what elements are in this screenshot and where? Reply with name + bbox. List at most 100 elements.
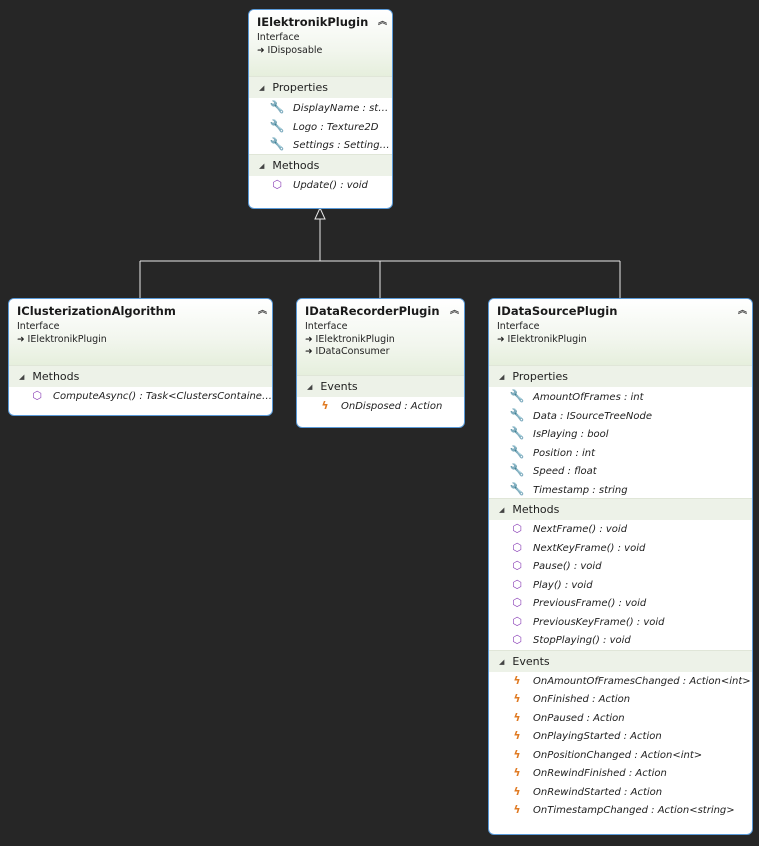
inherited-interface: ➜IElektronikPlugin — [305, 334, 395, 345]
class-header: IClusterizationAlgorithm Interface ➜IEle… — [9, 299, 272, 365]
section-header-methods[interactable]: ◢Methods — [9, 365, 272, 387]
cube-icon: ⬡ — [272, 177, 282, 191]
wrench-icon: 🔧 — [269, 118, 285, 133]
triangle-down-icon: ◢ — [307, 383, 313, 391]
inherited-interface: ➜IDisposable — [257, 45, 323, 56]
class-title: IDataRecorderPlugin — [305, 304, 440, 318]
lightning-icon: ϟ — [513, 710, 521, 724]
section-header-properties[interactable]: ◢Properties — [249, 76, 392, 98]
triangle-down-icon: ◢ — [19, 373, 25, 381]
wrench-icon: 🔧 — [509, 481, 525, 496]
cube-icon: ⬡ — [32, 389, 42, 402]
triangle-down-icon: ◢ — [499, 657, 505, 666]
method-item[interactable]: ⬡NextKeyFrame() : void — [489, 539, 752, 558]
class-box-idatarecorderplugin[interactable]: IDataRecorderPlugin Interface ➜IElektron… — [296, 298, 465, 428]
property-item[interactable]: 🔧IsPlaying : bool — [489, 424, 752, 443]
wrench-icon: 🔧 — [509, 407, 525, 422]
double-chevron-up-icon[interactable]: ︽ — [737, 306, 747, 316]
property-item[interactable]: 🔧Position : int — [489, 443, 752, 462]
method-item[interactable]: ⬡Play() : void — [489, 576, 752, 595]
section-header-properties[interactable]: ◢Properties — [489, 365, 752, 387]
lightning-icon: ϟ — [513, 784, 521, 798]
inheritance-arrowhead — [314, 206, 326, 220]
method-item[interactable]: ⬡NextFrame() : void — [489, 520, 752, 539]
cube-icon: ⬡ — [512, 614, 522, 628]
double-chevron-up-icon[interactable]: ︽ — [449, 306, 459, 316]
method-item[interactable]: ⬡StopPlaying() : void — [489, 631, 752, 650]
lightning-icon: ϟ — [513, 766, 521, 779]
double-chevron-up-icon[interactable]: ︽ — [377, 17, 387, 27]
method-item[interactable]: ⬡PreviousFrame() : void — [489, 594, 752, 613]
cube-icon: ⬡ — [512, 577, 522, 591]
lightning-icon: ϟ — [513, 692, 521, 705]
inherited-interface: ➜IElektronikPlugin — [17, 334, 107, 345]
method-item[interactable]: ⬡Update() : void — [249, 176, 392, 195]
property-item[interactable]: 🔧AmountOfFrames : int — [489, 387, 752, 406]
triangle-down-icon: ◢ — [259, 84, 265, 92]
triangle-down-icon: ◢ — [259, 161, 265, 170]
cube-icon: ⬡ — [512, 522, 522, 535]
class-box-idatasourceplugin[interactable]: IDataSourcePlugin Interface ➜IElektronik… — [488, 298, 753, 835]
class-stereotype: Interface — [17, 321, 60, 332]
section-header-events[interactable]: ◢Events — [489, 649, 752, 672]
property-item[interactable]: 🔧Logo : Texture2D — [249, 117, 392, 136]
inherited-interface: ➜IElektronikPlugin — [497, 334, 587, 345]
lightning-icon: ϟ — [513, 747, 521, 761]
inherited-interface: ➜IDataConsumer — [305, 346, 390, 357]
property-item[interactable]: 🔧Data : ISourceTreeNode — [489, 406, 752, 425]
section-header-methods[interactable]: ◢Methods — [249, 153, 392, 176]
class-stereotype: Interface — [257, 32, 300, 43]
class-header: IDataSourcePlugin Interface ➜IElektronik… — [489, 299, 752, 365]
wrench-icon: 🔧 — [509, 426, 525, 440]
double-chevron-up-icon[interactable]: ︽ — [257, 306, 267, 316]
class-stereotype: Interface — [497, 321, 540, 332]
wrench-icon: 🔧 — [509, 463, 525, 477]
cube-icon: ⬡ — [512, 559, 522, 572]
property-item[interactable]: 🔧Speed : float — [489, 461, 752, 480]
property-item[interactable]: 🔧Timestamp : string — [489, 480, 752, 499]
arrow-right-icon: ➜ — [497, 335, 505, 345]
property-item[interactable]: 🔧DisplayName : stri... — [249, 98, 392, 117]
lightning-icon: ϟ — [513, 673, 521, 687]
class-title: IElektronikPlugin — [257, 15, 369, 29]
wrench-icon: 🔧 — [269, 100, 285, 114]
inheritance-line — [139, 219, 621, 298]
class-box-iclusterizationalgorithm[interactable]: IClusterizationAlgorithm Interface ➜IEle… — [8, 298, 273, 416]
class-header: IDataRecorderPlugin Interface ➜IElektron… — [297, 299, 464, 375]
wrench-icon: 🔧 — [509, 444, 525, 459]
class-box-ielektronikplugin[interactable]: IElektronikPlugin Interface ➜IDisposable… — [248, 9, 393, 209]
cube-icon: ⬡ — [512, 596, 522, 609]
section-header-methods[interactable]: ◢Methods — [489, 498, 752, 520]
section-header-events[interactable]: ◢Events — [297, 375, 464, 397]
arrow-right-icon: ➜ — [305, 347, 313, 357]
triangle-down-icon: ◢ — [499, 506, 505, 514]
class-title: IDataSourcePlugin — [497, 304, 618, 318]
arrow-right-icon: ➜ — [257, 46, 265, 56]
class-stereotype: Interface — [305, 321, 348, 332]
cube-icon: ⬡ — [512, 540, 522, 554]
method-item[interactable]: ⬡PreviousKeyFrame() : void — [489, 613, 752, 632]
arrow-right-icon: ➜ — [17, 335, 25, 345]
class-title: IClusterizationAlgorithm — [17, 304, 176, 318]
lightning-icon: ϟ — [321, 399, 329, 412]
method-item[interactable]: ⬡Pause() : void — [489, 557, 752, 576]
method-item[interactable]: ⬡ComputeAsync() : Task<ClustersContainer… — [9, 387, 272, 406]
lightning-icon: ϟ — [513, 803, 521, 816]
wrench-icon: 🔧 — [509, 389, 525, 403]
property-item[interactable]: 🔧Settings : Settings... — [249, 135, 392, 154]
cube-icon: ⬡ — [512, 633, 522, 646]
lightning-icon: ϟ — [513, 729, 521, 742]
arrow-right-icon: ➜ — [305, 335, 313, 345]
class-header: IElektronikPlugin Interface ➜IDisposable… — [249, 10, 392, 76]
wrench-icon: 🔧 — [269, 137, 285, 151]
